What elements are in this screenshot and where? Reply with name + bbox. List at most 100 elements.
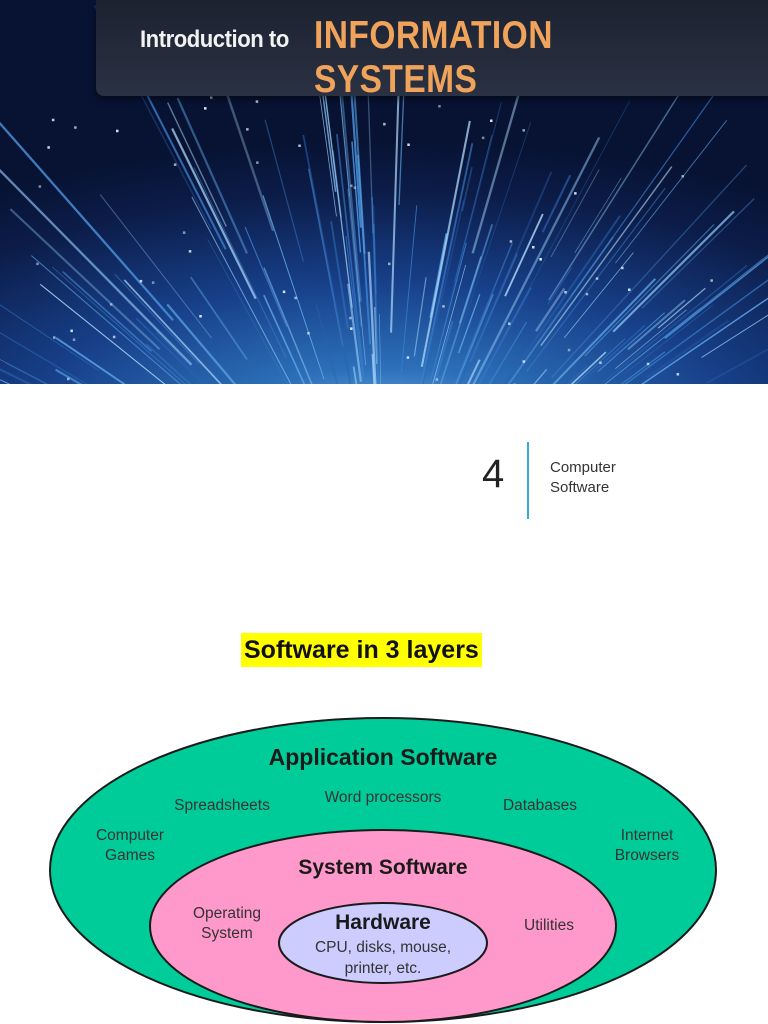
fiber-spark: [36, 262, 39, 266]
fiber-ray: [547, 267, 572, 305]
fiber-ray: [550, 169, 600, 258]
fiber-spark: [522, 360, 526, 363]
fiber-spark: [574, 192, 577, 195]
fiber-spark: [109, 303, 113, 306]
application-item-internet-browsers: Internet Browsers: [597, 826, 697, 866]
fiber-ray: [533, 368, 548, 384]
fiber-ray: [624, 279, 768, 384]
fiber-spark: [567, 348, 571, 352]
fiber-ray: [502, 100, 631, 338]
fiber-ray: [469, 253, 518, 362]
fiber-ray: [347, 188, 362, 327]
software-layers-diagram: Application Software Spreadsheets Word p…: [0, 700, 768, 1024]
fiber-ray: [30, 255, 181, 384]
fiber-spark: [509, 240, 513, 243]
fiber-ray: [504, 213, 544, 297]
system-item-utilities: Utilities: [524, 917, 574, 934]
fiber-spark: [72, 338, 76, 341]
fiber-ray: [526, 187, 666, 372]
fiber-spark: [350, 327, 353, 330]
fiber-ray: [5, 362, 49, 384]
fiber-spark: [112, 335, 116, 339]
fiber-ray: [123, 279, 222, 384]
chapter-divider: [527, 442, 529, 519]
fiber-ray: [145, 343, 192, 384]
section-title: Software in 3 layers: [241, 633, 482, 667]
fiber-ray: [433, 320, 454, 384]
fiber-spark: [585, 292, 589, 296]
fiber-ray: [435, 102, 502, 359]
fiber-ray: [335, 134, 365, 376]
application-layer-title: Application Software: [268, 744, 498, 770]
fiber-spark: [681, 175, 684, 178]
fiber-spark: [255, 100, 259, 103]
fiber-spark: [298, 144, 301, 147]
fiber-ray: [39, 283, 166, 384]
fiber-ray: [244, 226, 288, 327]
fiber-ray: [0, 351, 55, 384]
application-item-word-processors: Word processors: [324, 789, 442, 806]
fiber-spark: [173, 163, 177, 166]
fiber-ray: [552, 278, 657, 384]
hardware-layer-title: Hardware: [335, 911, 431, 934]
fiber-spark: [481, 136, 485, 140]
fiber-ray: [420, 143, 474, 384]
fiber-spark: [349, 316, 352, 320]
cover-title-prefix: Introduction to: [140, 26, 289, 53]
fiber-ray: [99, 194, 213, 339]
fiber-ray: [338, 79, 367, 365]
fiber-ray: [458, 171, 553, 384]
fiber-ray: [612, 210, 735, 333]
fiber-ray: [166, 303, 237, 384]
fiber-spark: [532, 246, 535, 249]
fiber-spark: [508, 322, 511, 325]
fiber-ray: [455, 293, 494, 384]
fiber-spark: [51, 118, 55, 122]
fiber-spark: [350, 184, 353, 187]
fiber-ray: [620, 351, 666, 384]
chapter-number: 4: [482, 452, 505, 496]
fiber-ray: [657, 287, 706, 329]
fiber-spark: [539, 258, 542, 261]
fiber-spark: [188, 250, 192, 253]
fiber-ray: [263, 294, 306, 384]
fiber-spark: [513, 383, 516, 384]
fiber-ray: [264, 119, 304, 262]
fiber-ray: [193, 167, 287, 358]
hardware-item-line1: CPU, disks, mouse,: [314, 939, 452, 956]
fiber-spark: [599, 361, 602, 364]
fiber-spark: [139, 279, 143, 283]
fiber-ray: [615, 120, 728, 264]
application-item-spreadsheets: Spreadsheets: [174, 797, 270, 814]
fiber-ray: [701, 314, 768, 358]
system-layer-title: System Software: [298, 856, 468, 879]
fiber-ray: [567, 365, 588, 384]
fiber-spark: [388, 262, 391, 266]
internet-browsers-text: Internet Browsers: [614, 827, 680, 864]
fiber-spark: [646, 362, 650, 366]
fiber-spark: [522, 129, 525, 132]
fiber-ray: [171, 127, 257, 300]
fiber-spark: [406, 356, 410, 359]
fiber-ray: [706, 348, 768, 384]
fiber-ray: [167, 102, 227, 227]
fiber-ray: [189, 276, 248, 361]
fiber-spark: [38, 185, 42, 188]
fiber-ray: [432, 264, 466, 384]
fiber-ray: [0, 368, 32, 384]
fiber-ray: [0, 304, 99, 371]
fiber-ray: [454, 134, 493, 283]
fiber-ray: [332, 150, 342, 218]
fiber-spark: [210, 96, 213, 99]
fiber-ray: [176, 97, 249, 254]
fiber-ray: [604, 307, 702, 384]
fiber-ray: [551, 164, 747, 378]
cover-image: Introduction to INFORMATION SYSTEMS: [0, 0, 768, 384]
fiber-ray: [604, 254, 768, 384]
fiber-ray: [429, 242, 467, 384]
fiber-spark: [67, 377, 70, 381]
fiber-spark: [564, 291, 567, 294]
fiber-ray: [548, 64, 699, 301]
fiber-ray: [454, 242, 513, 384]
system-item-operating-system: Operating System: [177, 904, 277, 944]
